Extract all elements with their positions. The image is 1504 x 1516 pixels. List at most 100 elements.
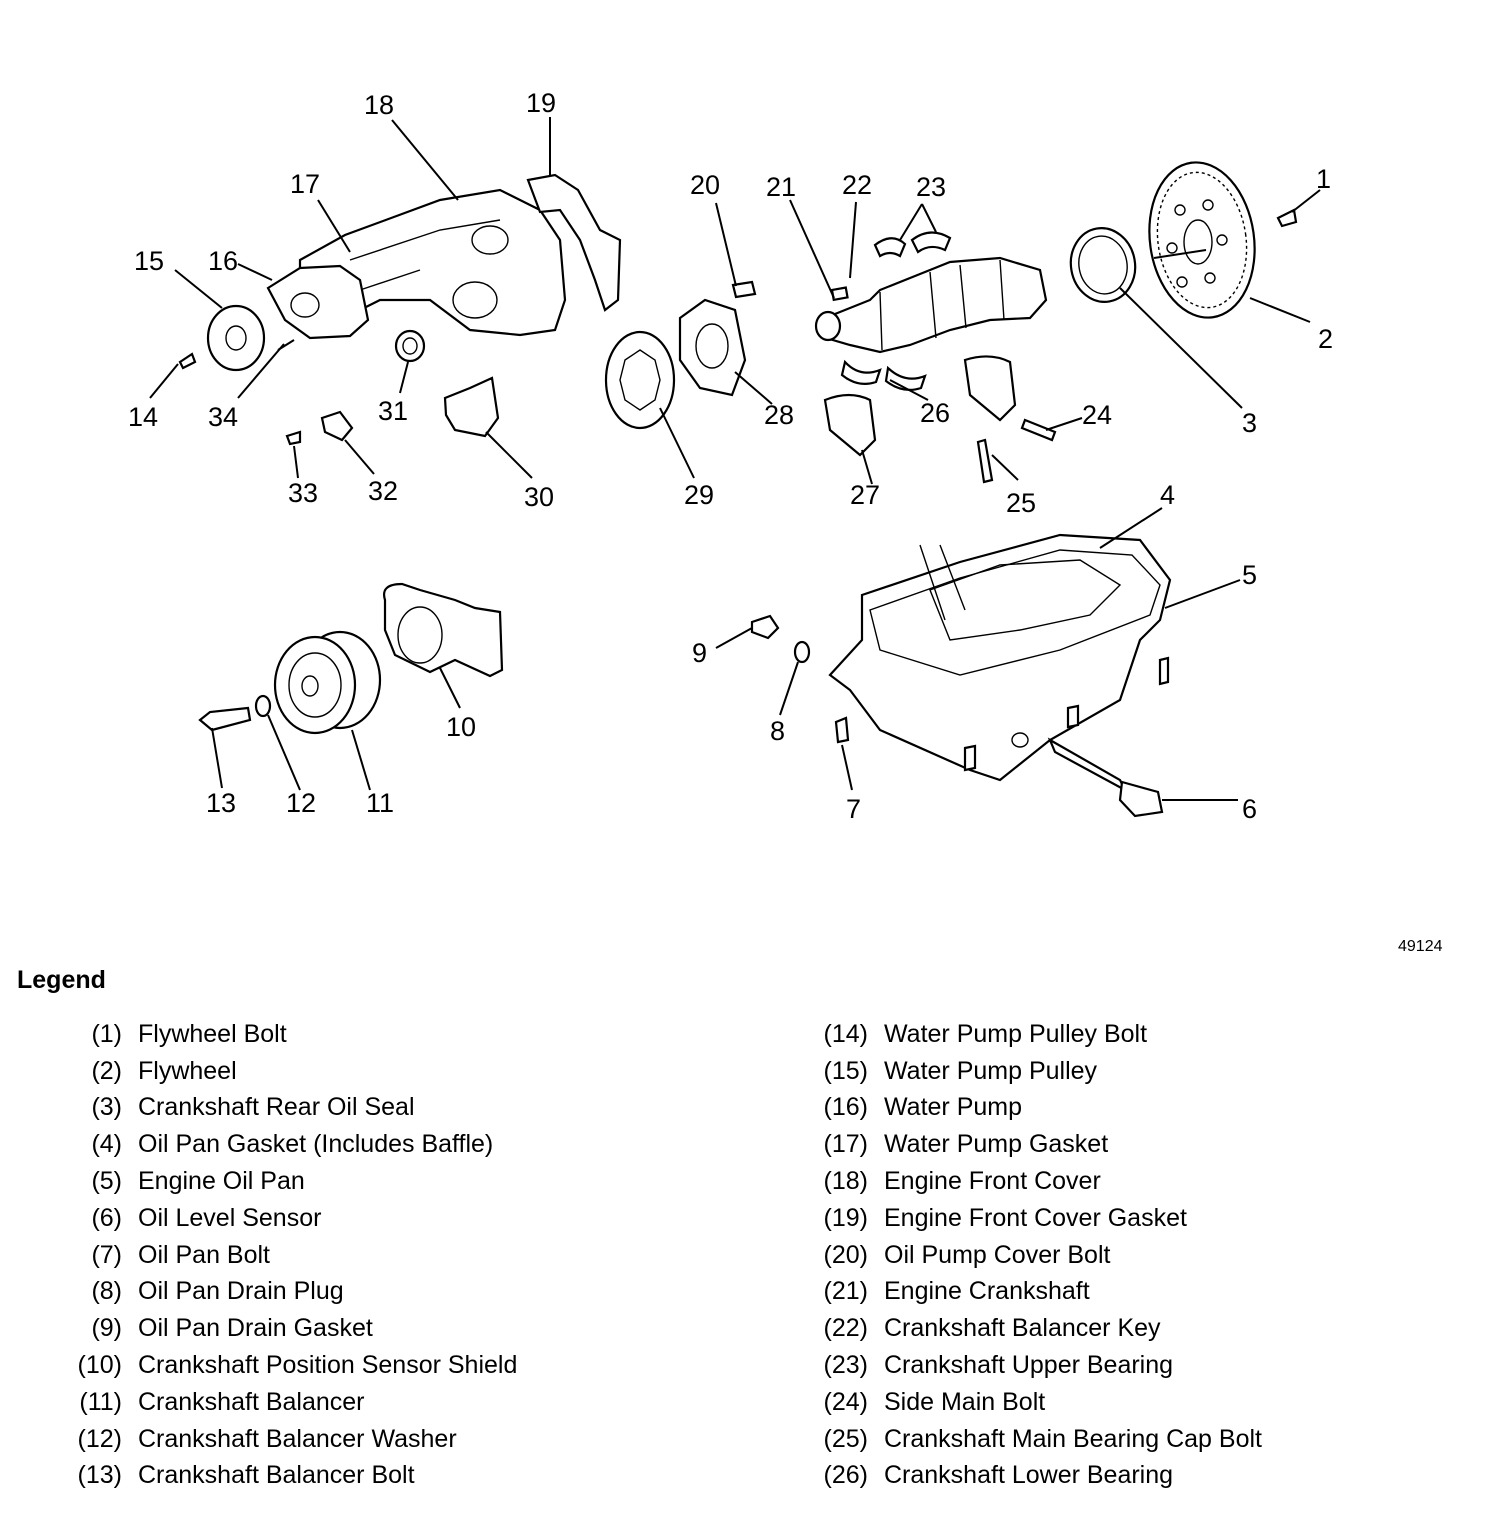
legend-item: (20)Oil Pump Cover Bolt [808,1237,1448,1274]
oil-pan-drawing [828,533,1172,818]
legend-label: Flywheel Bolt [138,1019,287,1048]
legend-label: Crankshaft Lower Bearing [884,1461,1174,1490]
legend-label: Side Main Bolt [884,1387,1046,1416]
legend-item: (15) Water Pump Pulley [808,1053,1448,1090]
callout-5: 5 [1242,560,1257,590]
legend-label: Oil Pump Cover Bolt [884,1240,1111,1269]
legend-number: (26) [823,1461,868,1490]
legend-item: (12)Crankshaft Balancer Washer [62,1421,682,1458]
front-cover-drawing [298,173,622,337]
callout-32: 32 [368,476,398,506]
legend-item: (1) Flywheel Bolt [62,1016,682,1053]
legend-item: (6)Oil Level Sensor [62,1200,682,1237]
legend-item: (17)Water Pump Gasket [808,1126,1448,1163]
legend-item: (22)Crankshaft Balancer Key [808,1310,1448,1347]
legend-number: (9) [91,1314,122,1343]
callout-30: 30 [524,482,554,512]
callout-4: 4 [1160,480,1175,510]
legend-column-right: (14)Water Pump Pulley Bolt (15) Water Pum… [808,1016,1448,1494]
legend-number: (12) [77,1424,122,1453]
rear-oil-seal-drawing [1069,227,1137,303]
legend-label: Oil Pan Drain Gasket [138,1314,373,1343]
legend-number: (10) [77,1351,122,1380]
callout-29: 29 [684,480,714,510]
legend-label: Crankshaft Balancer Key [884,1314,1161,1343]
callout-34: 34 [208,402,238,432]
legend-number: (7) [91,1240,122,1269]
legend-item: (13)Crankshaft Balancer Bolt [62,1458,682,1495]
legend-item: (19) Engine Front Cover Gasket [808,1200,1448,1237]
main-caps-drawing [823,355,1057,484]
legend-label: Engine Front Cover [884,1167,1101,1196]
leader-lines [149,117,1321,801]
legend-number: (25) [823,1424,868,1453]
exploded-engine-diagram: 1 2 3 4 5 6 7 8 9 10 11 12 13 14 15 16 1… [128,88,1333,824]
legend-number: (21) [823,1277,868,1306]
callout-8: 8 [770,716,785,746]
callout-16: 16 [208,246,238,276]
lower-bearings-drawing [840,359,927,391]
figure-id: 49124 [1398,938,1443,955]
legend-number: (1) [91,1019,122,1048]
callout-31: 31 [378,396,408,426]
legend-number: (2) [91,1056,122,1085]
legend-number: (19) [823,1203,868,1232]
legend-number: (11) [79,1387,122,1416]
legend-number: (8) [91,1277,122,1306]
callout-13: 13 [206,788,236,818]
legend-item: (14)Water Pump Pulley Bolt [808,1016,1448,1053]
legend-label: Oil Pan Drain Plug [138,1277,344,1306]
legend-title: Legend [17,966,106,994]
small-parts-drawing [285,329,500,446]
legend-label: Engine Front Cover Gasket [884,1203,1187,1232]
oil-pump-drawing [604,280,757,430]
legend-item: (26) Crankshaft Lower Bearing [808,1458,1448,1495]
legend-item: (11) Crankshaft Balancer [62,1384,682,1421]
legend-item: (7) Oil Pan Bolt [62,1237,682,1274]
callout-33: 33 [288,478,318,508]
legend-label: Engine Oil Pan [138,1167,305,1196]
crankshaft-drawing [814,256,1048,354]
legend-item: (10) Crankshaft Position Sensor Shield [62,1347,682,1384]
legend-label: Water Pump Pulley [884,1056,1098,1085]
callout-26: 26 [920,398,950,428]
legend-label: Crankshaft Main Bearing Cap Bolt [884,1424,1262,1453]
legend-label: Engine Crankshaft [884,1277,1090,1306]
legend-column-left: (1)Flywheel Bolt (2)Flywheel (3)Cranksha… [62,1016,682,1494]
legend-number: (24) [823,1387,868,1416]
callout-23: 23 [916,172,946,202]
callout-10: 10 [446,712,476,742]
legend-number: (4) [91,1130,122,1159]
callout-28: 28 [764,400,794,430]
legend-label: Crankshaft Balancer [138,1387,365,1416]
legend-number: (16) [823,1093,868,1122]
callout-17: 17 [290,169,320,199]
callout-20: 20 [690,170,720,200]
callout-12: 12 [286,788,316,818]
balancer-drawing [198,630,382,735]
legend-item: (24) Side Main Bolt [808,1384,1448,1421]
legend-item: (21) Engine Crankshaft [808,1274,1448,1311]
callout-18: 18 [364,90,394,120]
legend-label: Oil Level Sensor [138,1203,322,1232]
callout-14: 14 [128,402,158,432]
legend-number: (15) [823,1056,868,1085]
legend-number: (18) [823,1167,868,1196]
legend-number: (13) [77,1461,122,1490]
sensor-shield-drawing [383,582,504,678]
legend-label: Water Pump Pulley Bolt [884,1019,1148,1048]
legend-item: (5) Engine Oil Pan [62,1163,682,1200]
legend-label: Oil Pan Gasket (Includes Baffle) [138,1130,494,1159]
flywheel-bolt-drawing [1276,208,1298,228]
legend-item: (25) Crankshaft Main Bearing Cap Bolt [808,1421,1448,1458]
callout-25: 25 [1006,488,1036,518]
legend-number: (23) [823,1351,868,1380]
legend-label: Crankshaft Position Sensor Shield [138,1351,518,1380]
water-pump-drawing [178,264,370,372]
legend-item: (16)Water Pump [808,1090,1448,1127]
legend-label: Oil Pan Bolt [138,1240,271,1269]
callout-15: 15 [134,246,164,276]
callout-11: 11 [366,788,394,818]
drain-plug-drawing [750,614,1170,772]
legend-number: (5) [91,1167,122,1196]
